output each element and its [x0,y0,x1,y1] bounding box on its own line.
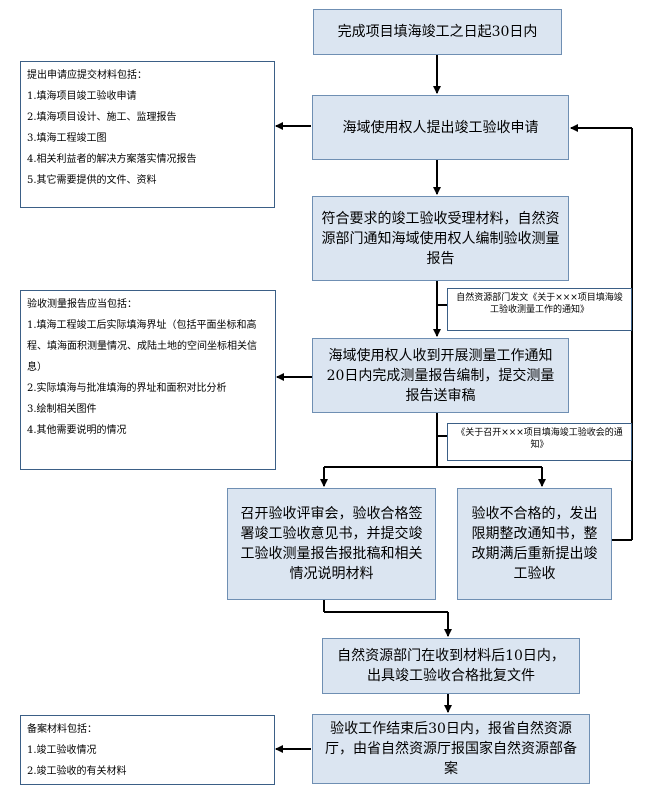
note-item: 1.填海工程竣工后实际填海界址（包括平面坐标和高程、填海面积测量情况、成陆土地的… [27,320,257,373]
note-item: 1.填海项目竣工验收申请 [27,91,137,102]
step-survey-report: 海域使用权人收到开展测量工作通知20日内完成测量报告编制，提交测量报告送审稿 [312,338,569,413]
note-item: 5.其它需要提供的文件、资料 [27,175,157,186]
note-item: 2.填海项目设计、施工、监理报告 [27,112,177,123]
step-review-meeting: 召开验收评审会，验收合格签署竣工验收意见书，并提交竣工验收测量报告报批稿和相关情… [227,488,436,600]
step-approval-document: 自然资源部门在收到材料后10日内，出具竣工验收合格批复文件 [322,638,580,694]
note-item: 3.填海工程竣工图 [27,133,107,144]
step-rectification: 验收不合格的，发出限期整改通知书，整改期满后重新提出竣工验收 [457,488,612,600]
note-title: 备案材料包括： [27,724,97,735]
note-item: 2.竣工验收的有关材料 [27,766,127,777]
ref-meeting-notice: 《关于召开×××项目填海竣工验收会的通知》 [447,423,632,461]
note-item: 2.实际填海与批准填海的界址和面积对比分析 [27,383,227,394]
step-survey-notice: 符合要求的竣工验收受理材料，自然资源部门通知海域使用权人编制验收测量报告 [312,196,569,281]
note-item: 3.绘制相关图件 [27,404,97,415]
step-acceptance-application: 海域使用权人提出竣工验收申请 [312,95,569,160]
ref-survey-notice: 自然资源部门发文《关于×××项目填海竣工验收测量工作的通知》 [447,288,632,331]
step-filing: 验收工作结束后30日内，报省自然资源厅，由省自然资源厅报国家自然资源部备案 [312,714,590,784]
note-filing-materials: 备案材料包括： 1.竣工验收情况 2.竣工验收的有关材料 [20,715,275,785]
note-title: 提出申请应提交材料包括： [27,70,147,81]
note-item: 4.相关利益者的解决方案落实情况报告 [27,154,197,165]
step-project-completion: 完成项目填海竣工之日起30日内 [313,9,562,55]
note-title: 验收测量报告应当包括： [27,299,137,310]
note-item: 4.其他需要说明的情况 [27,425,127,436]
note-survey-report-contents: 验收测量报告应当包括： 1.填海工程竣工后实际填海界址（包括平面坐标和高程、填海… [20,290,276,470]
note-item: 1.竣工验收情况 [27,745,97,756]
note-application-materials: 提出申请应提交材料包括： 1.填海项目竣工验收申请 2.填海项目设计、施工、监理… [20,61,275,208]
